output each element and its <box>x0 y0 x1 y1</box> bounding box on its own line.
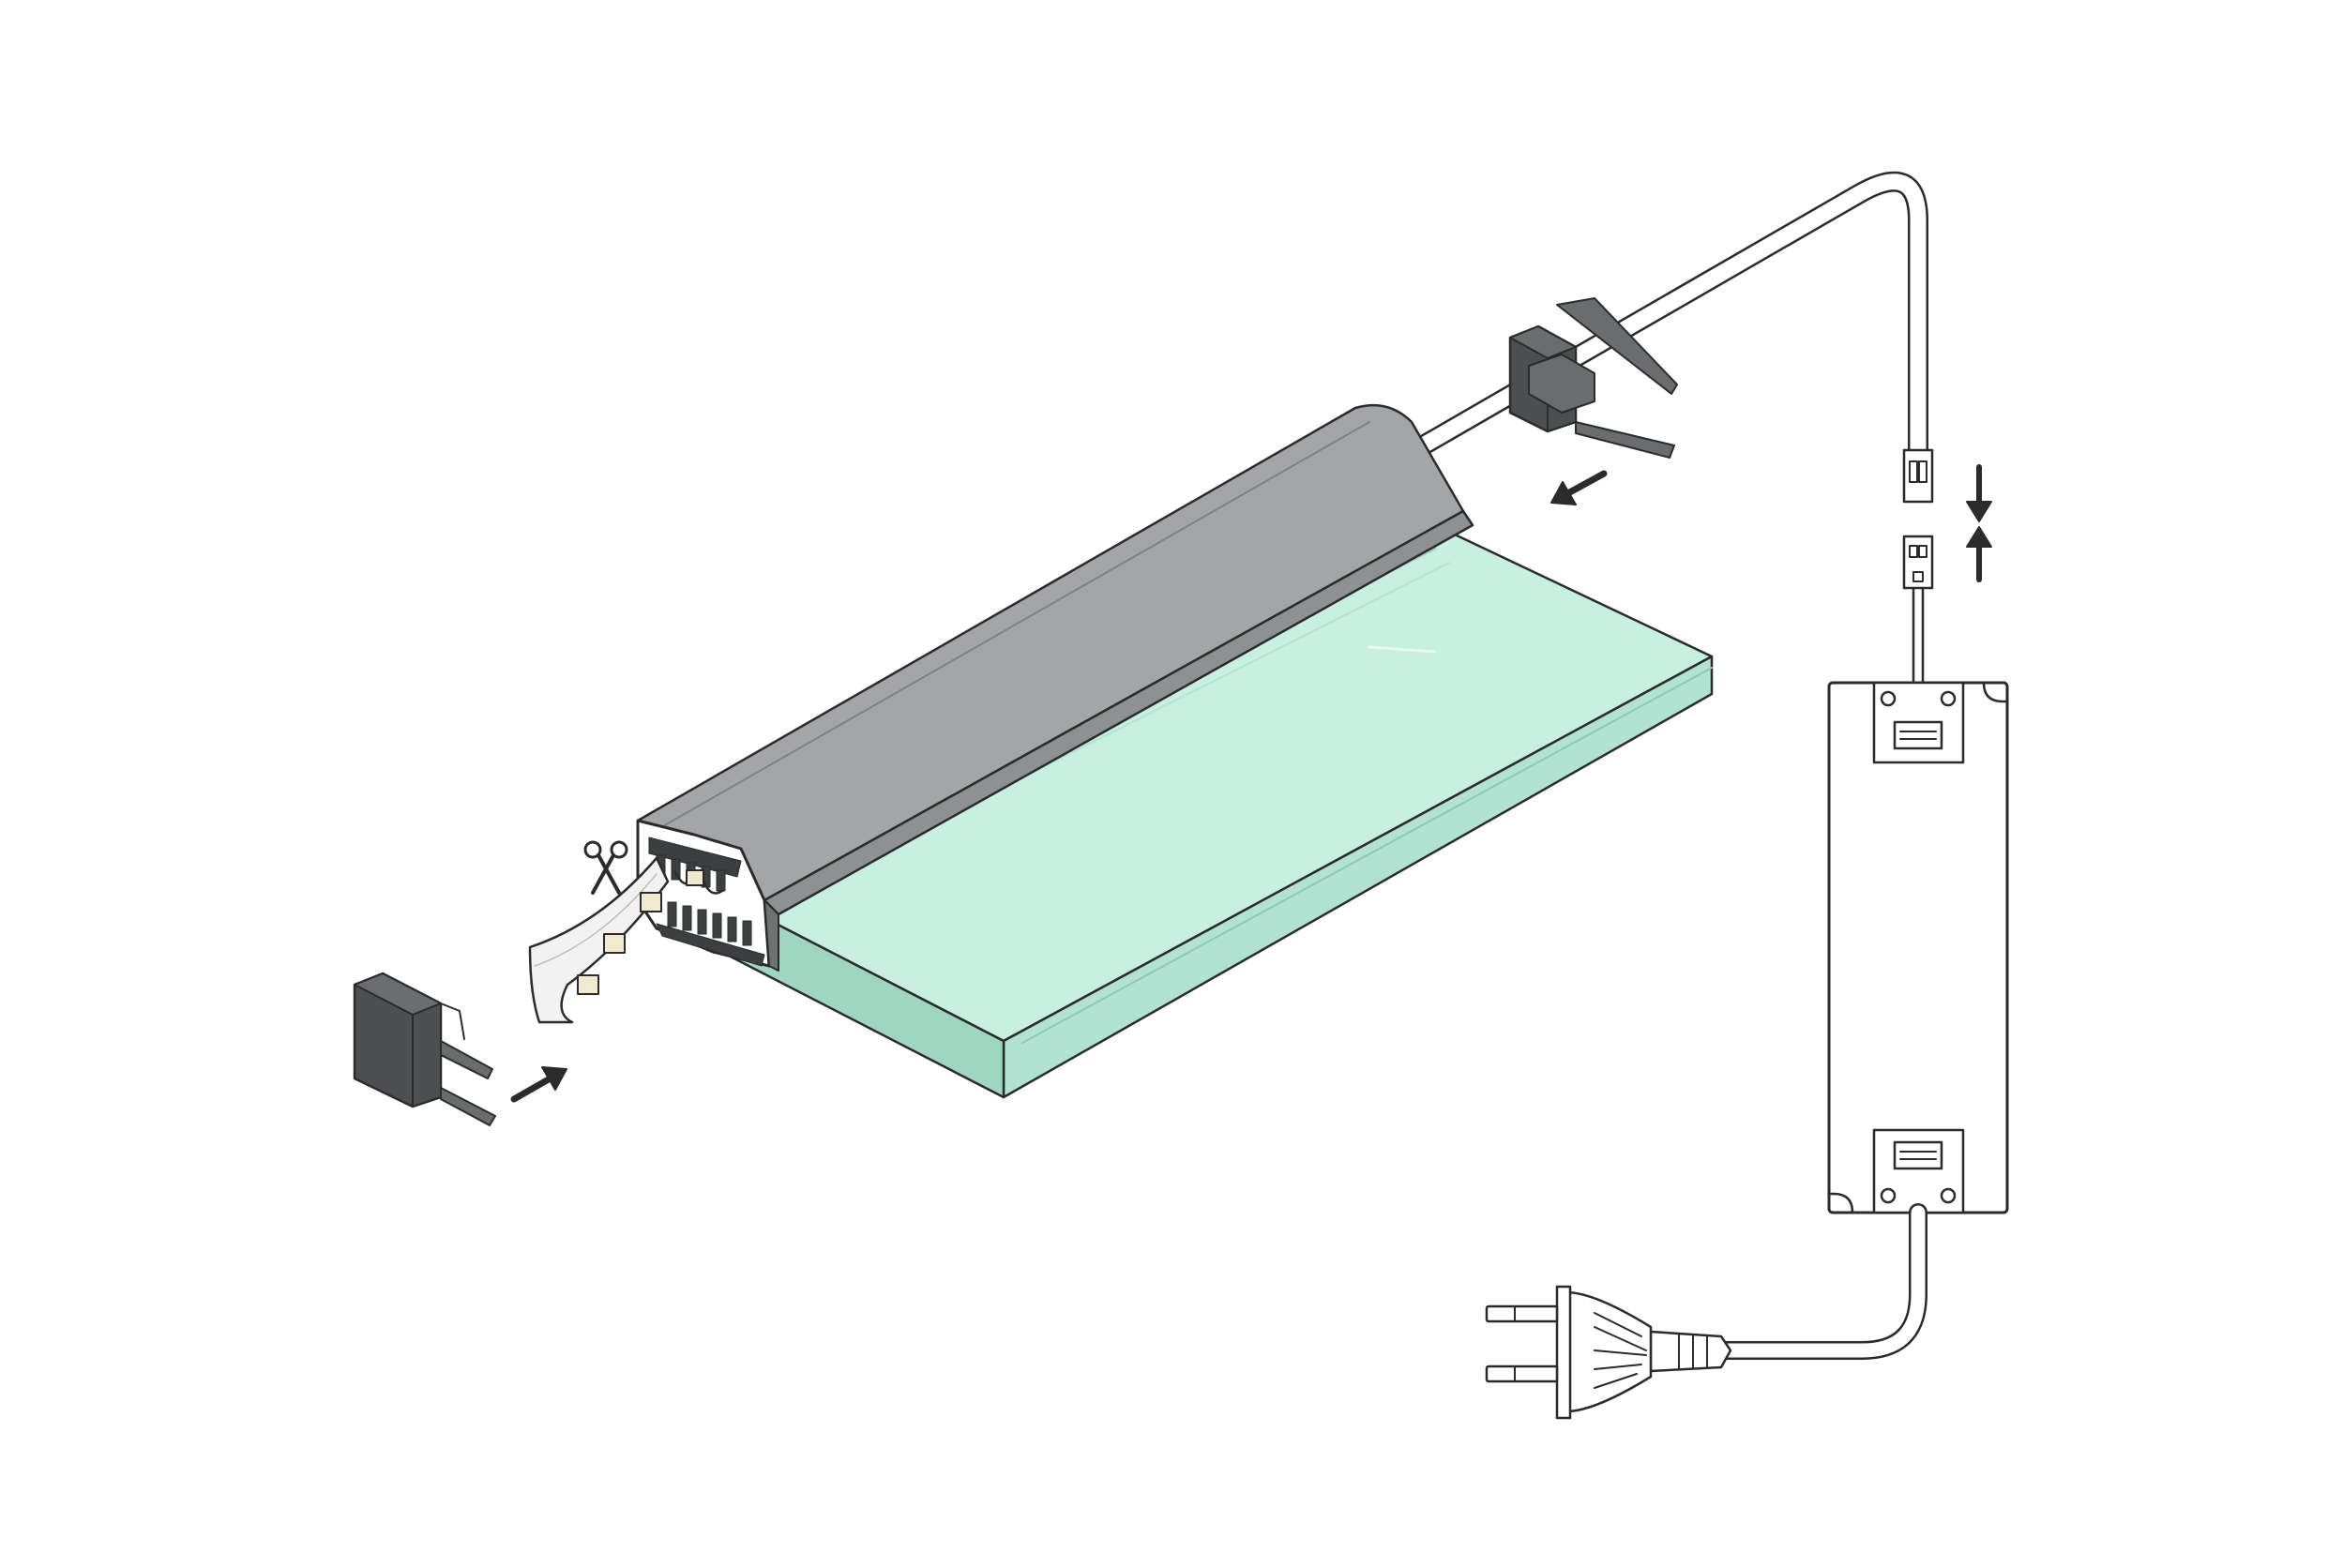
arrow-connect-up-icon <box>1966 526 1992 582</box>
supply-cable <box>1397 171 1928 465</box>
led-chip <box>577 974 599 995</box>
plug-connector-male <box>1902 535 1934 685</box>
arrow-insert-right-icon <box>510 1066 567 1103</box>
profile-fins-bottom <box>656 901 765 967</box>
mains-plug <box>1485 1285 1732 1420</box>
led-chip <box>686 869 704 886</box>
arrow-insert-left-icon <box>1550 470 1608 505</box>
led-driver <box>1827 681 2009 1214</box>
led-chip <box>640 892 662 912</box>
aluminium-profile <box>636 403 1474 972</box>
end-cap-right-with-cable-exit <box>1508 297 1678 459</box>
led-chip <box>603 933 626 954</box>
led-chips <box>577 869 704 995</box>
plug-connector-female <box>1902 448 1934 504</box>
led-strip <box>528 856 704 1024</box>
end-cap-left <box>353 972 496 1126</box>
profile-top-face <box>636 403 1465 902</box>
mains-cable <box>1707 1203 1927 1360</box>
arrow-connect-down-icon <box>1966 464 1992 522</box>
scissors-icon <box>583 840 628 895</box>
